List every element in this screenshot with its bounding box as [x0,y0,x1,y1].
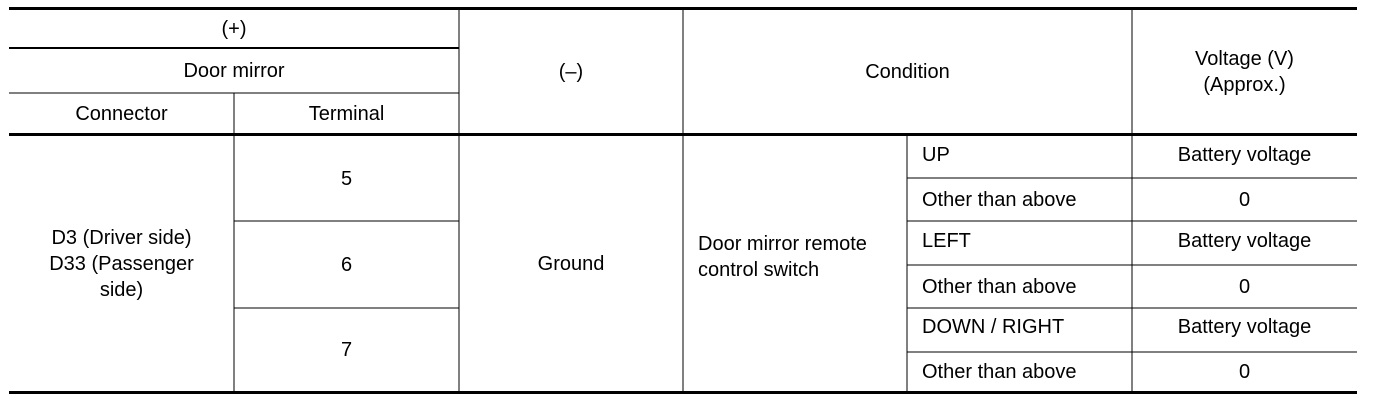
connector-line2: D33 (Passenger [49,253,194,275]
voltage-cell: Battery voltage [1177,230,1312,252]
connector-line1: D3 (Driver side) [51,227,192,249]
terminal-cell: 5 [340,167,353,190]
voltage-cell: 0 [1238,275,1251,298]
terminal-cell: 7 [340,339,353,361]
header-connector: Connector [75,103,168,125]
ground-cell: Ground [537,253,605,275]
header-voltage-line1: Voltage (V) [1195,48,1294,70]
terminal-voltage-table: (+) Door mirror Connector Terminal (–) C… [9,7,1357,394]
terminal-cell: 6 [340,253,353,276]
header-voltage-line2: (Approx.) [1203,74,1286,96]
connector-cell: D3 (Driver side) D33 (Passenger side) [9,136,234,392]
header-door-mirror: Door mirror [183,60,285,82]
table-grid-lines [9,7,1357,394]
condition-cell: DOWN / RIGHT [922,316,1065,338]
header-plus: (+) [221,18,247,40]
header-condition: Condition [865,61,950,83]
switch-line2: control switch [698,259,820,281]
voltage-cell: 0 [1238,188,1251,211]
switch-line1: Door mirror remote [698,233,867,255]
condition-cell: UP [922,144,950,166]
voltage-cell: 0 [1238,361,1251,383]
header-terminal: Terminal [308,103,385,125]
connector-line3: side) [99,279,144,301]
header-voltage: Voltage (V) (Approx.) [1132,10,1357,134]
header-minus: (–) [558,61,584,83]
condition-cell: Other than above [922,275,1077,298]
condition-cell: Other than above [922,361,1077,383]
condition-cell: Other than above [922,188,1077,211]
voltage-cell: Battery voltage [1177,316,1312,338]
voltage-cell: Battery voltage [1177,144,1312,166]
condition-cell: LEFT [922,230,971,252]
switch-cell: Door mirror remote control switch [683,136,907,392]
